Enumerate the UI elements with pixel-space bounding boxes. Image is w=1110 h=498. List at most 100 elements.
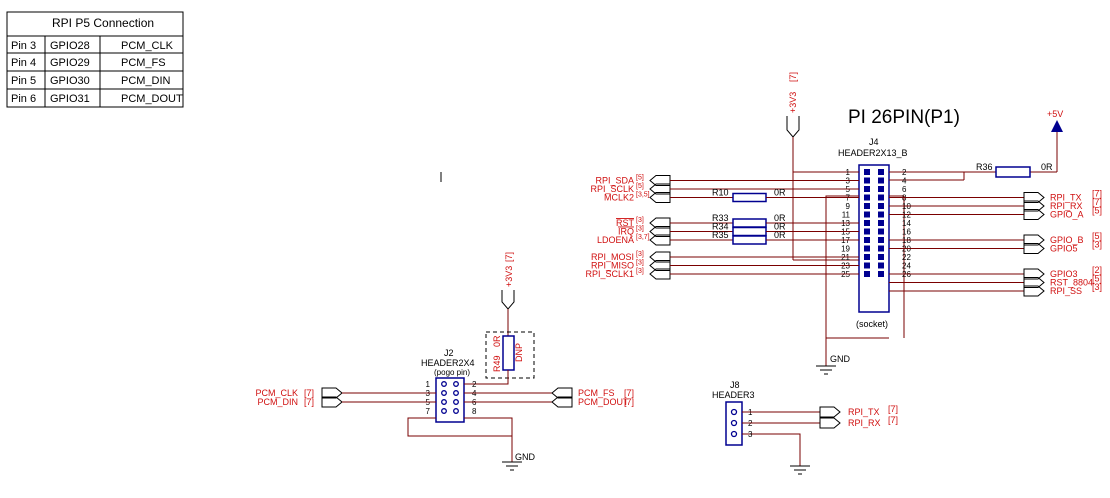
net-port xyxy=(819,406,841,418)
resistor-ref: R35 xyxy=(712,230,729,240)
net-label: PCM_CLK xyxy=(255,388,298,398)
r49-ref: R49 xyxy=(492,355,502,372)
j4-pin xyxy=(864,194,870,201)
net-label: RPI_MOSI xyxy=(591,252,634,262)
j4-pin-number: 14 xyxy=(902,219,911,228)
power-3v3-label: +3V3 xyxy=(788,92,798,113)
r36-value: 0R xyxy=(1041,162,1053,172)
net-label: RPI_TX xyxy=(848,407,880,417)
j4-part: HEADER2X13_B xyxy=(838,148,908,158)
net-ref: [3] xyxy=(636,217,644,224)
net-ref: [5] xyxy=(636,175,644,182)
j4-pin xyxy=(878,186,884,192)
power-5v-arrow xyxy=(1051,120,1063,132)
j2-pin xyxy=(453,408,459,414)
net-label: RPI_TX xyxy=(1050,193,1082,203)
resistor-ref: R10 xyxy=(712,188,729,198)
resistor xyxy=(732,235,767,245)
power-5v-label: +5V xyxy=(1047,109,1063,119)
net-label: MCLK2 xyxy=(604,193,634,203)
j4-pin xyxy=(864,169,870,175)
net-ref: [7] xyxy=(304,397,314,407)
j2-pin xyxy=(441,390,447,396)
j8-part: HEADER3 xyxy=(712,390,755,400)
j2-pin xyxy=(453,390,459,396)
j4-title: PI 26PIN(P1) xyxy=(848,107,960,128)
net-label: PCM_DOUT xyxy=(578,397,629,407)
j4-pin xyxy=(864,254,870,260)
net-ref: [3] xyxy=(636,251,644,258)
table-cell-pin: Pin 3 xyxy=(11,40,36,52)
net-label: PCM_FS xyxy=(578,388,615,398)
j4-pin-number: 2 xyxy=(902,168,907,177)
j4-pin-number: 19 xyxy=(841,245,850,254)
j8-pin xyxy=(730,430,738,438)
net-port xyxy=(551,387,573,399)
j4-pin-number: 24 xyxy=(902,262,911,271)
resistor-r36 xyxy=(995,166,1031,178)
j4-pin xyxy=(864,177,870,184)
j4-pin-number: 1 xyxy=(846,168,851,177)
j8-ref: J8 xyxy=(730,380,740,390)
j4-pin xyxy=(878,203,884,209)
net-label: RPI_RX xyxy=(1050,201,1083,211)
j4-note: (socket) xyxy=(856,319,888,329)
resistor-value: 0R xyxy=(774,222,786,232)
resistor xyxy=(732,218,767,228)
net-ref: [7] xyxy=(888,404,898,414)
net-label: LDOENA xyxy=(597,235,634,245)
j4-pin-number: 16 xyxy=(902,228,911,237)
j4-pin xyxy=(878,271,884,277)
table-cell-signal: PCM_DOUT xyxy=(121,93,183,105)
j2-pin-number: 1 xyxy=(426,380,431,389)
j2-pin xyxy=(453,381,459,387)
j4-pin xyxy=(878,211,884,218)
j8-pin xyxy=(730,408,738,416)
net-port xyxy=(819,417,841,429)
j2-gnd-label: GND xyxy=(515,452,536,462)
j4-ref: J4 xyxy=(869,137,879,147)
gnd-label: GND xyxy=(830,354,851,364)
net-ref: [7] xyxy=(1092,189,1102,199)
resistor-value: 0R xyxy=(774,213,786,223)
j4-body xyxy=(858,164,890,313)
net-ref: [5] xyxy=(1092,231,1102,241)
table-title: RPI P5 Connection xyxy=(52,16,154,30)
net-ref: [3] xyxy=(636,268,644,275)
table-cell-gpio: GPIO28 xyxy=(50,40,90,52)
j4-power-5v: +5V R36 0R xyxy=(889,109,1063,181)
net-ref: [7] xyxy=(888,415,898,425)
net-ref: [5] xyxy=(1092,274,1102,284)
j2-part: HEADER2X4 xyxy=(421,358,475,368)
j8-pin xyxy=(730,419,738,427)
net-port xyxy=(1023,285,1045,297)
j4-pin xyxy=(878,220,884,226)
j2-power-ref: [7] xyxy=(504,252,514,262)
resistor xyxy=(732,192,767,203)
table-cell-gpio: GPIO29 xyxy=(50,57,90,69)
j4-pin xyxy=(878,262,884,269)
j2-pin-number: 8 xyxy=(472,407,477,416)
r49-dnp: DNP xyxy=(514,343,524,362)
j4-pin xyxy=(878,169,884,175)
j2-ground: GND xyxy=(407,417,536,471)
j4-pin-number: 6 xyxy=(902,185,907,194)
resistor-ref: R33 xyxy=(712,213,729,223)
resistor xyxy=(732,226,767,237)
net-ref: [7] xyxy=(624,397,634,407)
net-label: RPI_RX xyxy=(848,418,881,428)
j4-pin xyxy=(864,211,870,218)
j4-pin xyxy=(864,271,870,277)
table-cell-signal: PCM_CLK xyxy=(121,40,174,52)
net-label: RPI_SS xyxy=(1050,286,1082,296)
j4-pin xyxy=(864,203,870,209)
j8-pin-number: 3 xyxy=(748,430,753,439)
j4-pin xyxy=(864,237,870,243)
resistor-value: 0R xyxy=(774,230,786,240)
net-ref: [7] xyxy=(304,388,314,398)
net-port xyxy=(1023,209,1045,220)
net-label: RST xyxy=(616,218,635,228)
table-cell-pin: Pin 5 xyxy=(11,75,36,87)
net-ref: [3] xyxy=(1092,282,1102,292)
